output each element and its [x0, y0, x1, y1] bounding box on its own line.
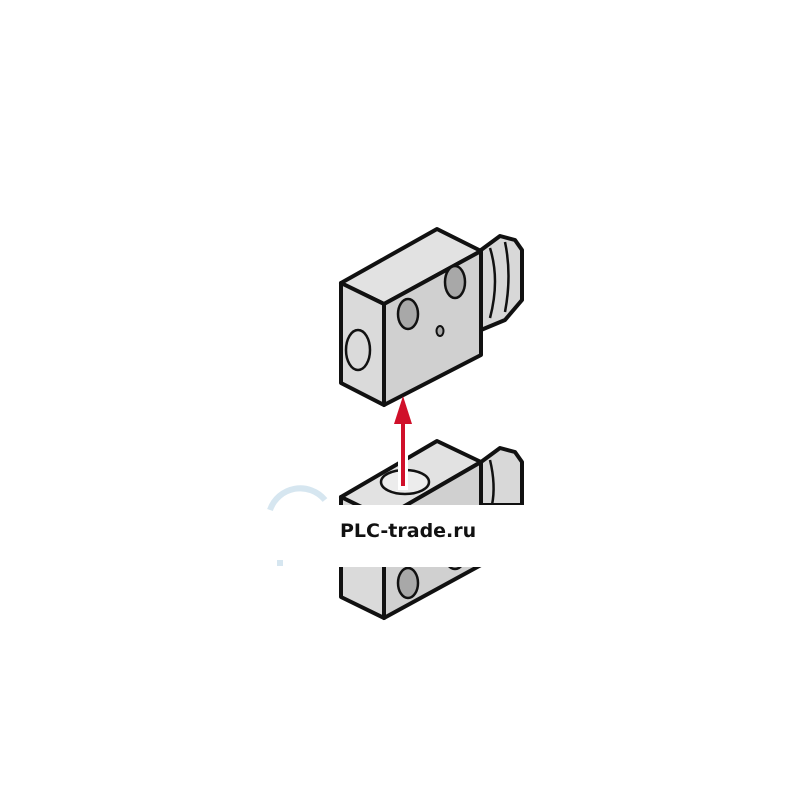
watermark-band — [262, 505, 524, 567]
top-sensor-block — [339, 227, 483, 407]
watermark-arc — [267, 485, 328, 512]
bottom-connector-nut — [479, 446, 524, 507]
upward-arrow — [394, 396, 412, 490]
top-connector-nut — [479, 234, 524, 332]
watermark-dot — [277, 560, 283, 566]
watermark-text: PLC-trade.ru — [340, 520, 477, 542]
